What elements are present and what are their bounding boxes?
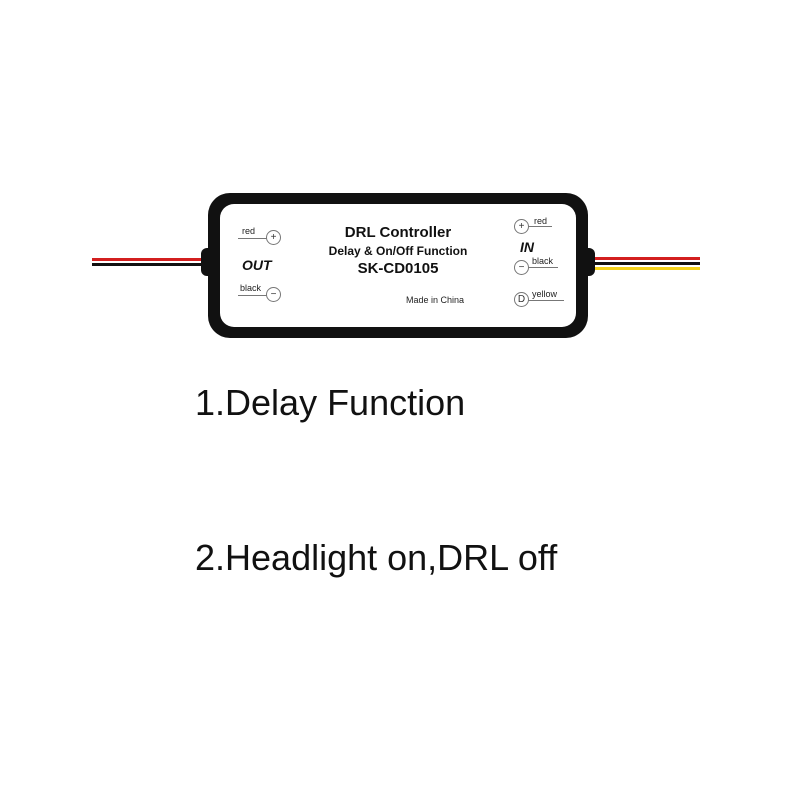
in-black-label: black (532, 256, 554, 266)
device-subtitle: Delay & On/Off Function (328, 244, 468, 258)
plus-icon: + (514, 219, 529, 234)
right-red-wire (584, 257, 700, 260)
device-origin: Made in China (406, 295, 465, 305)
plus-icon: + (266, 230, 281, 245)
in-black-lead (528, 267, 558, 268)
d-terminal-icon: D (514, 292, 529, 307)
in-red-lead (528, 226, 552, 227)
minus-icon: − (514, 260, 529, 275)
in-label: IN (520, 239, 534, 255)
in-red-label: red (534, 216, 548, 226)
caption-delay-function: 1.Delay Function (195, 382, 466, 423)
in-yellow-label: yellow (532, 289, 558, 299)
out-label: OUT (242, 257, 272, 273)
drl-controller-device: DRL Controller Delay & On/Off Function S… (208, 193, 588, 338)
right-yellow-wire (584, 267, 700, 270)
right-black-wire (584, 262, 700, 265)
minus-icon: − (266, 287, 281, 302)
left-black-wire (92, 263, 214, 266)
caption-headlight-drl: 2.Headlight on,DRL off (195, 537, 558, 578)
device-label-panel: DRL Controller Delay & On/Off Function S… (220, 204, 576, 327)
out-red-lead (238, 238, 268, 239)
device-title: DRL Controller (344, 224, 452, 241)
in-yellow-lead (528, 300, 564, 301)
left-red-wire (92, 258, 214, 261)
device-model: SK-CD0105 (357, 260, 439, 277)
out-red-label: red (242, 226, 256, 236)
out-black-label: black (240, 283, 262, 293)
out-black-lead (238, 295, 268, 296)
